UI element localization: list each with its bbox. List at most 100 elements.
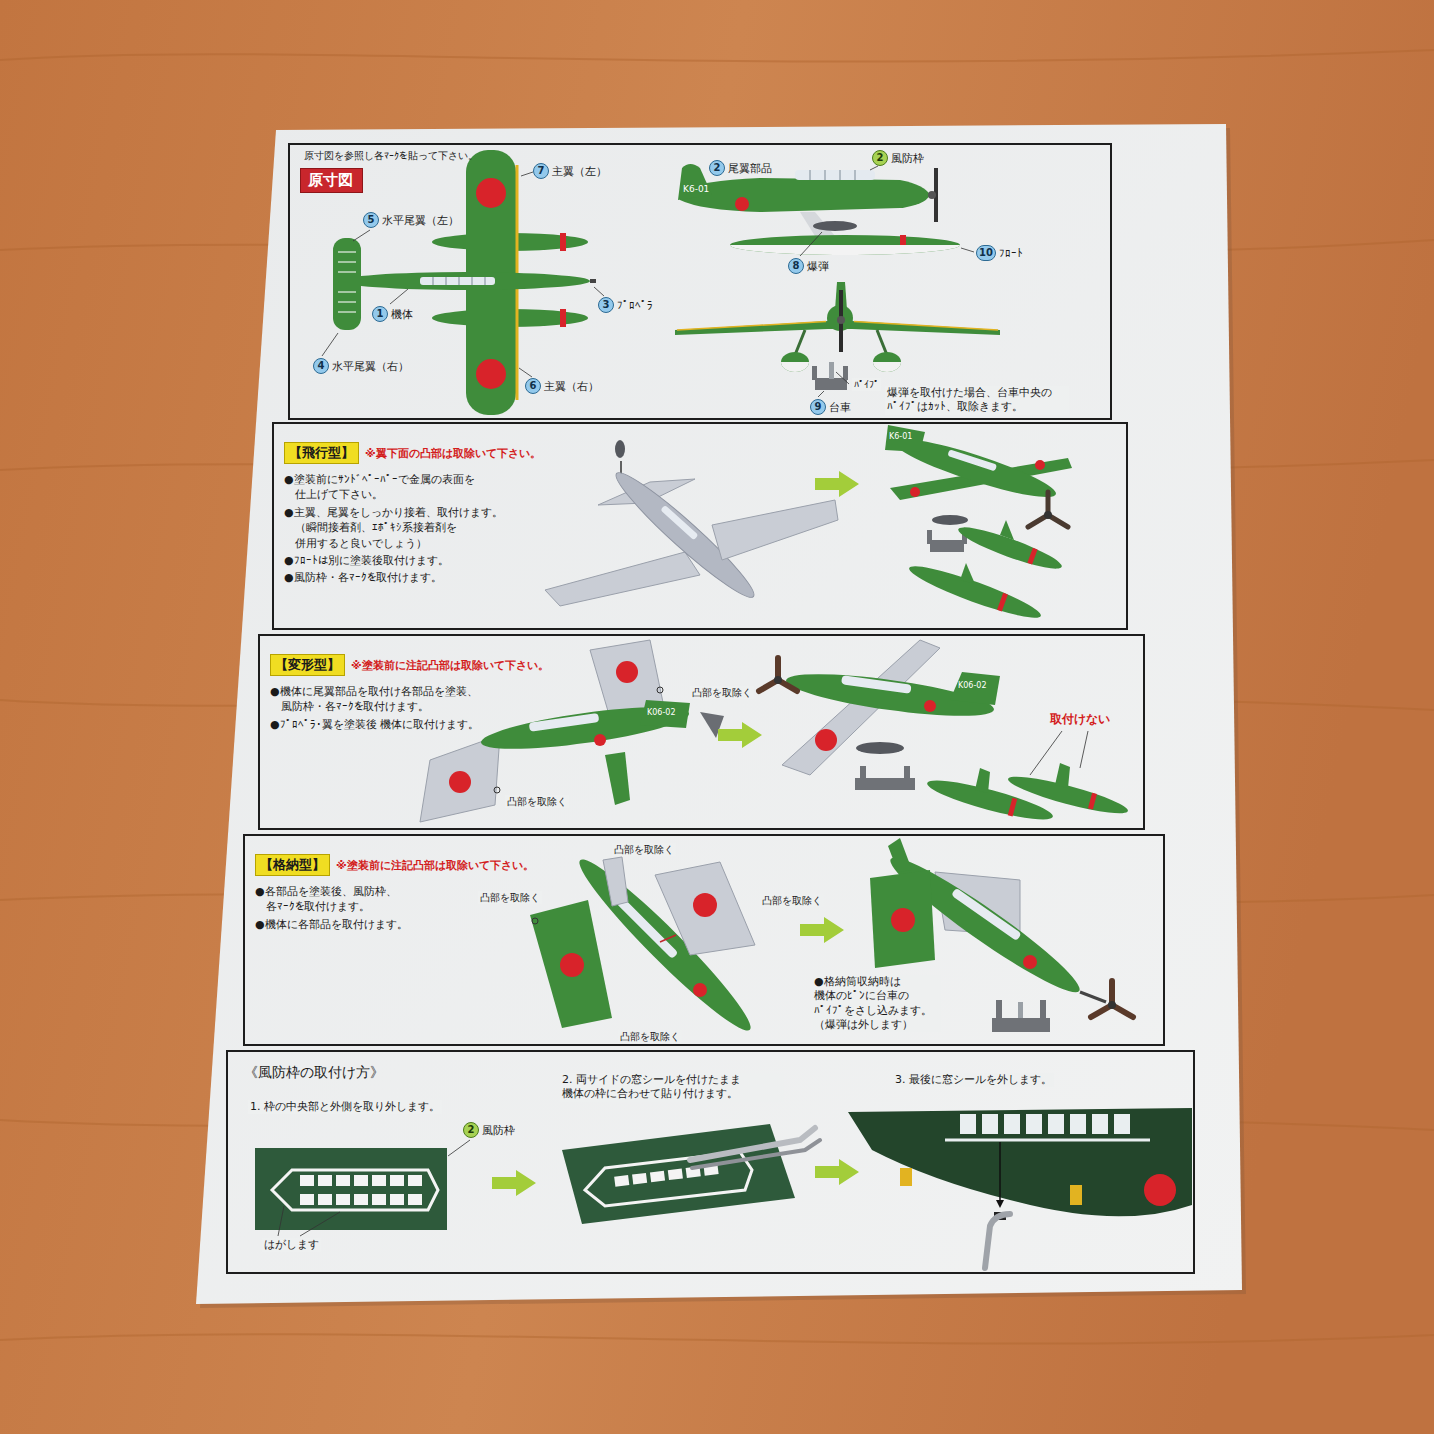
canopy-closeup-part xyxy=(960,1114,1130,1134)
transform-config-parts-part xyxy=(594,734,606,746)
canopy-sticker-sheet-part xyxy=(272,1170,438,1210)
front-view-plane-part xyxy=(843,366,848,380)
transform-config-parts-part xyxy=(657,687,663,693)
aircraft-code: K06-02 xyxy=(647,708,676,718)
storage-config-assembled-part xyxy=(1023,955,1037,969)
transform-config-parts-part xyxy=(494,787,500,793)
instruction-bullet: ●各部品を塗装後、風防枠、 各ﾏｰｸを取付けます。 xyxy=(255,884,466,915)
top-view-plane-part xyxy=(338,261,356,262)
transform-config-assembled-part xyxy=(1030,731,1088,775)
step-arrow xyxy=(815,471,859,497)
instruction-bullet: ●ﾌﾟﾛﾍﾟﾗ・翼を塗装後 機体に取付けます。 xyxy=(270,717,501,732)
canopy-closeup-part xyxy=(1004,1114,1020,1134)
callout-number: 4 xyxy=(313,358,329,374)
part-name: 水平尾翼（右） xyxy=(332,359,409,374)
top-view-plane-part xyxy=(459,277,460,285)
transform-config-parts-part xyxy=(449,771,471,793)
paper-sheet-part xyxy=(196,124,1242,1304)
canopy-closeup-part xyxy=(960,1114,976,1134)
instruction-bullet: ●塗装前にｻﾝﾄﾞﾍﾟｰﾊﾟｰで金属の表面を 仕上げて下さい。 xyxy=(284,472,535,503)
instruction-panel: 【飛行型】※翼下面の凸部は取除いて下さい。●塗装前にｻﾝﾄﾞﾍﾟｰﾊﾟｰで金属の… xyxy=(272,422,1128,630)
part-name: 主翼（左） xyxy=(552,164,607,179)
storage-config-assembled-part xyxy=(1018,1002,1023,1018)
front-view-plane-part xyxy=(677,322,826,331)
part-name: 水平尾翼（左） xyxy=(382,213,459,228)
canopy-sticker-sheet-part xyxy=(278,1140,470,1236)
canopy-sticker-sheet-part xyxy=(390,1194,404,1205)
step-arrow xyxy=(492,1170,536,1196)
flight-config-assembled-part xyxy=(997,593,1008,612)
storage-config-parts-part xyxy=(530,900,612,1028)
callout-number: 2 xyxy=(872,150,888,166)
callout-note: はがします xyxy=(262,1238,321,1252)
top-view-plane-part xyxy=(594,287,604,296)
flight-config-assembled-part xyxy=(927,530,932,544)
front-view-plane-part xyxy=(812,366,817,380)
section-heading: 【飛行型】 xyxy=(284,442,359,464)
side-view-plane-part xyxy=(810,170,811,180)
wood-table-part xyxy=(0,50,1434,62)
transform-config-assembled-part xyxy=(759,658,797,691)
transform-config-assembled-part xyxy=(774,676,782,684)
front-view-plane-part xyxy=(795,330,805,355)
canopy-sticker-sheet-part xyxy=(390,1175,404,1186)
top-view-plane-part xyxy=(338,291,356,292)
top-view-plane-part xyxy=(476,178,506,208)
top-view-plane-part xyxy=(446,277,447,285)
storage-config-assembled-part xyxy=(1080,992,1106,1002)
flight-config-assembled-part xyxy=(930,540,964,552)
front-view-plane-part xyxy=(815,378,847,390)
part-name: 爆弾 xyxy=(807,259,829,274)
side-view-plane-part xyxy=(800,232,822,256)
part-name: 主翼（右） xyxy=(544,379,599,394)
instruction-bullet: ●ﾌﾛｰﾄは別に塗装後取付けます。 xyxy=(284,553,535,568)
transform-config-parts-part xyxy=(479,699,691,758)
transform-config-assembled-part xyxy=(950,672,1000,705)
step-arrow xyxy=(815,1159,859,1185)
callout-note: 凸部を取除く xyxy=(618,1030,682,1043)
canopy-sticker-apply-part xyxy=(692,1140,820,1168)
top-view-plane-part xyxy=(519,368,532,377)
flight-config-parts xyxy=(545,440,838,606)
top-view-plane-part xyxy=(485,277,486,285)
callout-badge: 2尾翼部品 xyxy=(709,160,774,176)
instruction-bullet: ●風防枠・各ﾏｰｸを取付けます。 xyxy=(284,570,535,585)
flight-config-assembled-part xyxy=(885,425,925,452)
canopy-sticker-apply-part xyxy=(585,1152,752,1206)
part-name: ﾌﾟﾛﾍﾟﾗ xyxy=(617,299,653,312)
transform-config-assembled-part xyxy=(1080,731,1088,768)
side-view-plane-part xyxy=(795,170,875,180)
aircraft-code: K6-01 xyxy=(683,184,709,196)
canopy-sticker-apply-part xyxy=(614,1175,629,1187)
transform-config-parts-part xyxy=(640,700,690,728)
canopy-sticker-sheet-part xyxy=(300,1175,314,1186)
side-view-plane-part xyxy=(928,191,936,199)
top-view-plane-part xyxy=(340,272,590,290)
flight-config-assembled-part xyxy=(947,449,997,471)
canopy-sticker-sheet xyxy=(255,1140,470,1236)
side-view-plane-part xyxy=(680,178,930,212)
top-view-plane-part xyxy=(476,359,506,389)
assembly-note: ●格納筒収納時は 機体のﾋﾟﾝに台車の ﾊﾟｲﾌﾟをさし込みます。 （爆弾は外し… xyxy=(812,975,941,1032)
side-view-plane-part xyxy=(900,235,906,245)
callout-badge: 7主翼（左） xyxy=(533,163,609,179)
canopy-sticker-apply-part xyxy=(562,1124,795,1224)
part-name: 機体 xyxy=(391,307,413,322)
storage-config-parts xyxy=(530,849,761,1041)
flight-config-assembled-part xyxy=(932,515,968,525)
canopy-sticker-sheet-part xyxy=(278,1206,284,1236)
storage-config-assembled-part xyxy=(1091,981,1133,1017)
canopy-closeup-part xyxy=(1070,1185,1082,1205)
transform-config-parts-part xyxy=(605,752,630,805)
callout-number: 9 xyxy=(810,399,826,415)
canopy-closeup xyxy=(848,1108,1192,1268)
top-view-plane-part xyxy=(433,277,434,285)
callout-number: 2 xyxy=(463,1122,479,1138)
transform-config-assembled-part xyxy=(1030,731,1062,775)
top-view-plane-part xyxy=(322,172,604,377)
transform-config-assembled-part xyxy=(815,729,837,751)
